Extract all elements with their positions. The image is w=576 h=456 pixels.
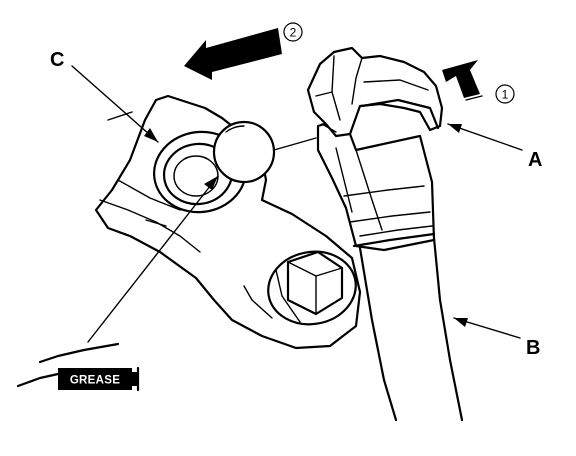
grease-label: GREASE bbox=[70, 375, 120, 387]
step-1-number: 1 bbox=[502, 88, 509, 102]
cable-end bbox=[316, 116, 436, 252]
arrow-up-icon bbox=[442, 60, 483, 101]
leader-grease-arrowhead bbox=[204, 176, 218, 190]
leader-b-arrowhead bbox=[454, 318, 468, 327]
step-2-number: 2 bbox=[290, 26, 297, 40]
arrow-left-icon bbox=[184, 28, 282, 80]
leader-grease bbox=[87, 175, 219, 343]
ball-joint bbox=[212, 120, 317, 184]
label-c: C bbox=[50, 49, 64, 71]
leader-c-arrowhead bbox=[144, 128, 158, 142]
grease-label-box bbox=[58, 368, 132, 390]
step-2-circle bbox=[283, 22, 303, 42]
label-a: A bbox=[528, 149, 542, 171]
retainer-clip bbox=[306, 46, 444, 138]
leader-a-arrowhead bbox=[448, 124, 462, 133]
label-b: B bbox=[526, 337, 540, 359]
leader-c bbox=[71, 65, 159, 143]
grease-gun-icon: GREASE bbox=[16, 342, 140, 392]
hex-bolt bbox=[267, 250, 357, 326]
leader-lines bbox=[71, 65, 523, 343]
step-1-circle bbox=[495, 84, 515, 104]
cable bbox=[356, 234, 464, 422]
